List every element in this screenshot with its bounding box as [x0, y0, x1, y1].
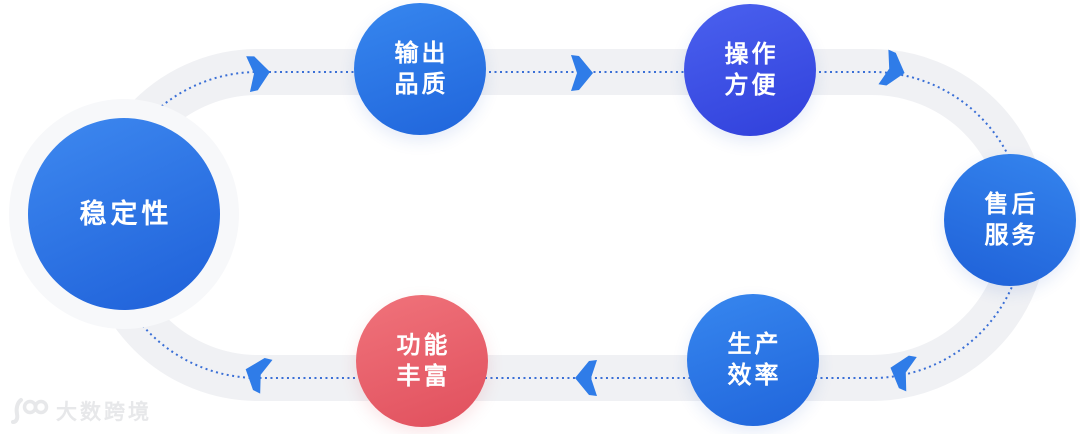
watermark-logo-icon	[11, 398, 49, 424]
node-label-line1: 功能	[396, 332, 451, 359]
node-output-quality: 输出 品质	[354, 3, 486, 135]
node-easy-operation: 操作 方便	[684, 4, 816, 136]
node-label-line2: 服务	[984, 222, 1039, 249]
node-label-line1: 生产	[727, 331, 782, 358]
arrow-chevron-icon-6	[245, 358, 273, 394]
node-label-line2: 丰富	[396, 363, 451, 390]
node-production-efficiency: 生产 效率	[687, 294, 819, 426]
node-label-line1: 售后	[984, 191, 1039, 218]
node-label-line2: 品质	[394, 71, 449, 98]
node-stability: 稳定性	[28, 118, 220, 310]
node-rich-features: 功能 丰富	[356, 295, 488, 427]
arrow-chevron-icon-1	[246, 56, 270, 93]
node-label-line2: 效率	[727, 362, 782, 389]
arrow-chevron-icon-5	[575, 360, 597, 396]
loop-track	[82, 49, 1048, 401]
arrow-chevron-icon-4	[890, 355, 917, 392]
loop-dotted-line	[104, 71, 1026, 379]
watermark: 大数跨境	[10, 396, 152, 426]
watermark-text: 大数跨境	[56, 401, 152, 424]
arrow-chevron-icon-3	[878, 49, 905, 86]
node-label-line1: 操作	[724, 41, 779, 68]
node-label-line2: 方便	[724, 72, 779, 99]
node-label: 稳定性	[79, 198, 173, 229]
node-after-sales-service: 售后 服务	[944, 154, 1076, 286]
node-label-line1: 输出	[394, 40, 449, 67]
arrow-chevron-icon-2	[571, 55, 593, 91]
